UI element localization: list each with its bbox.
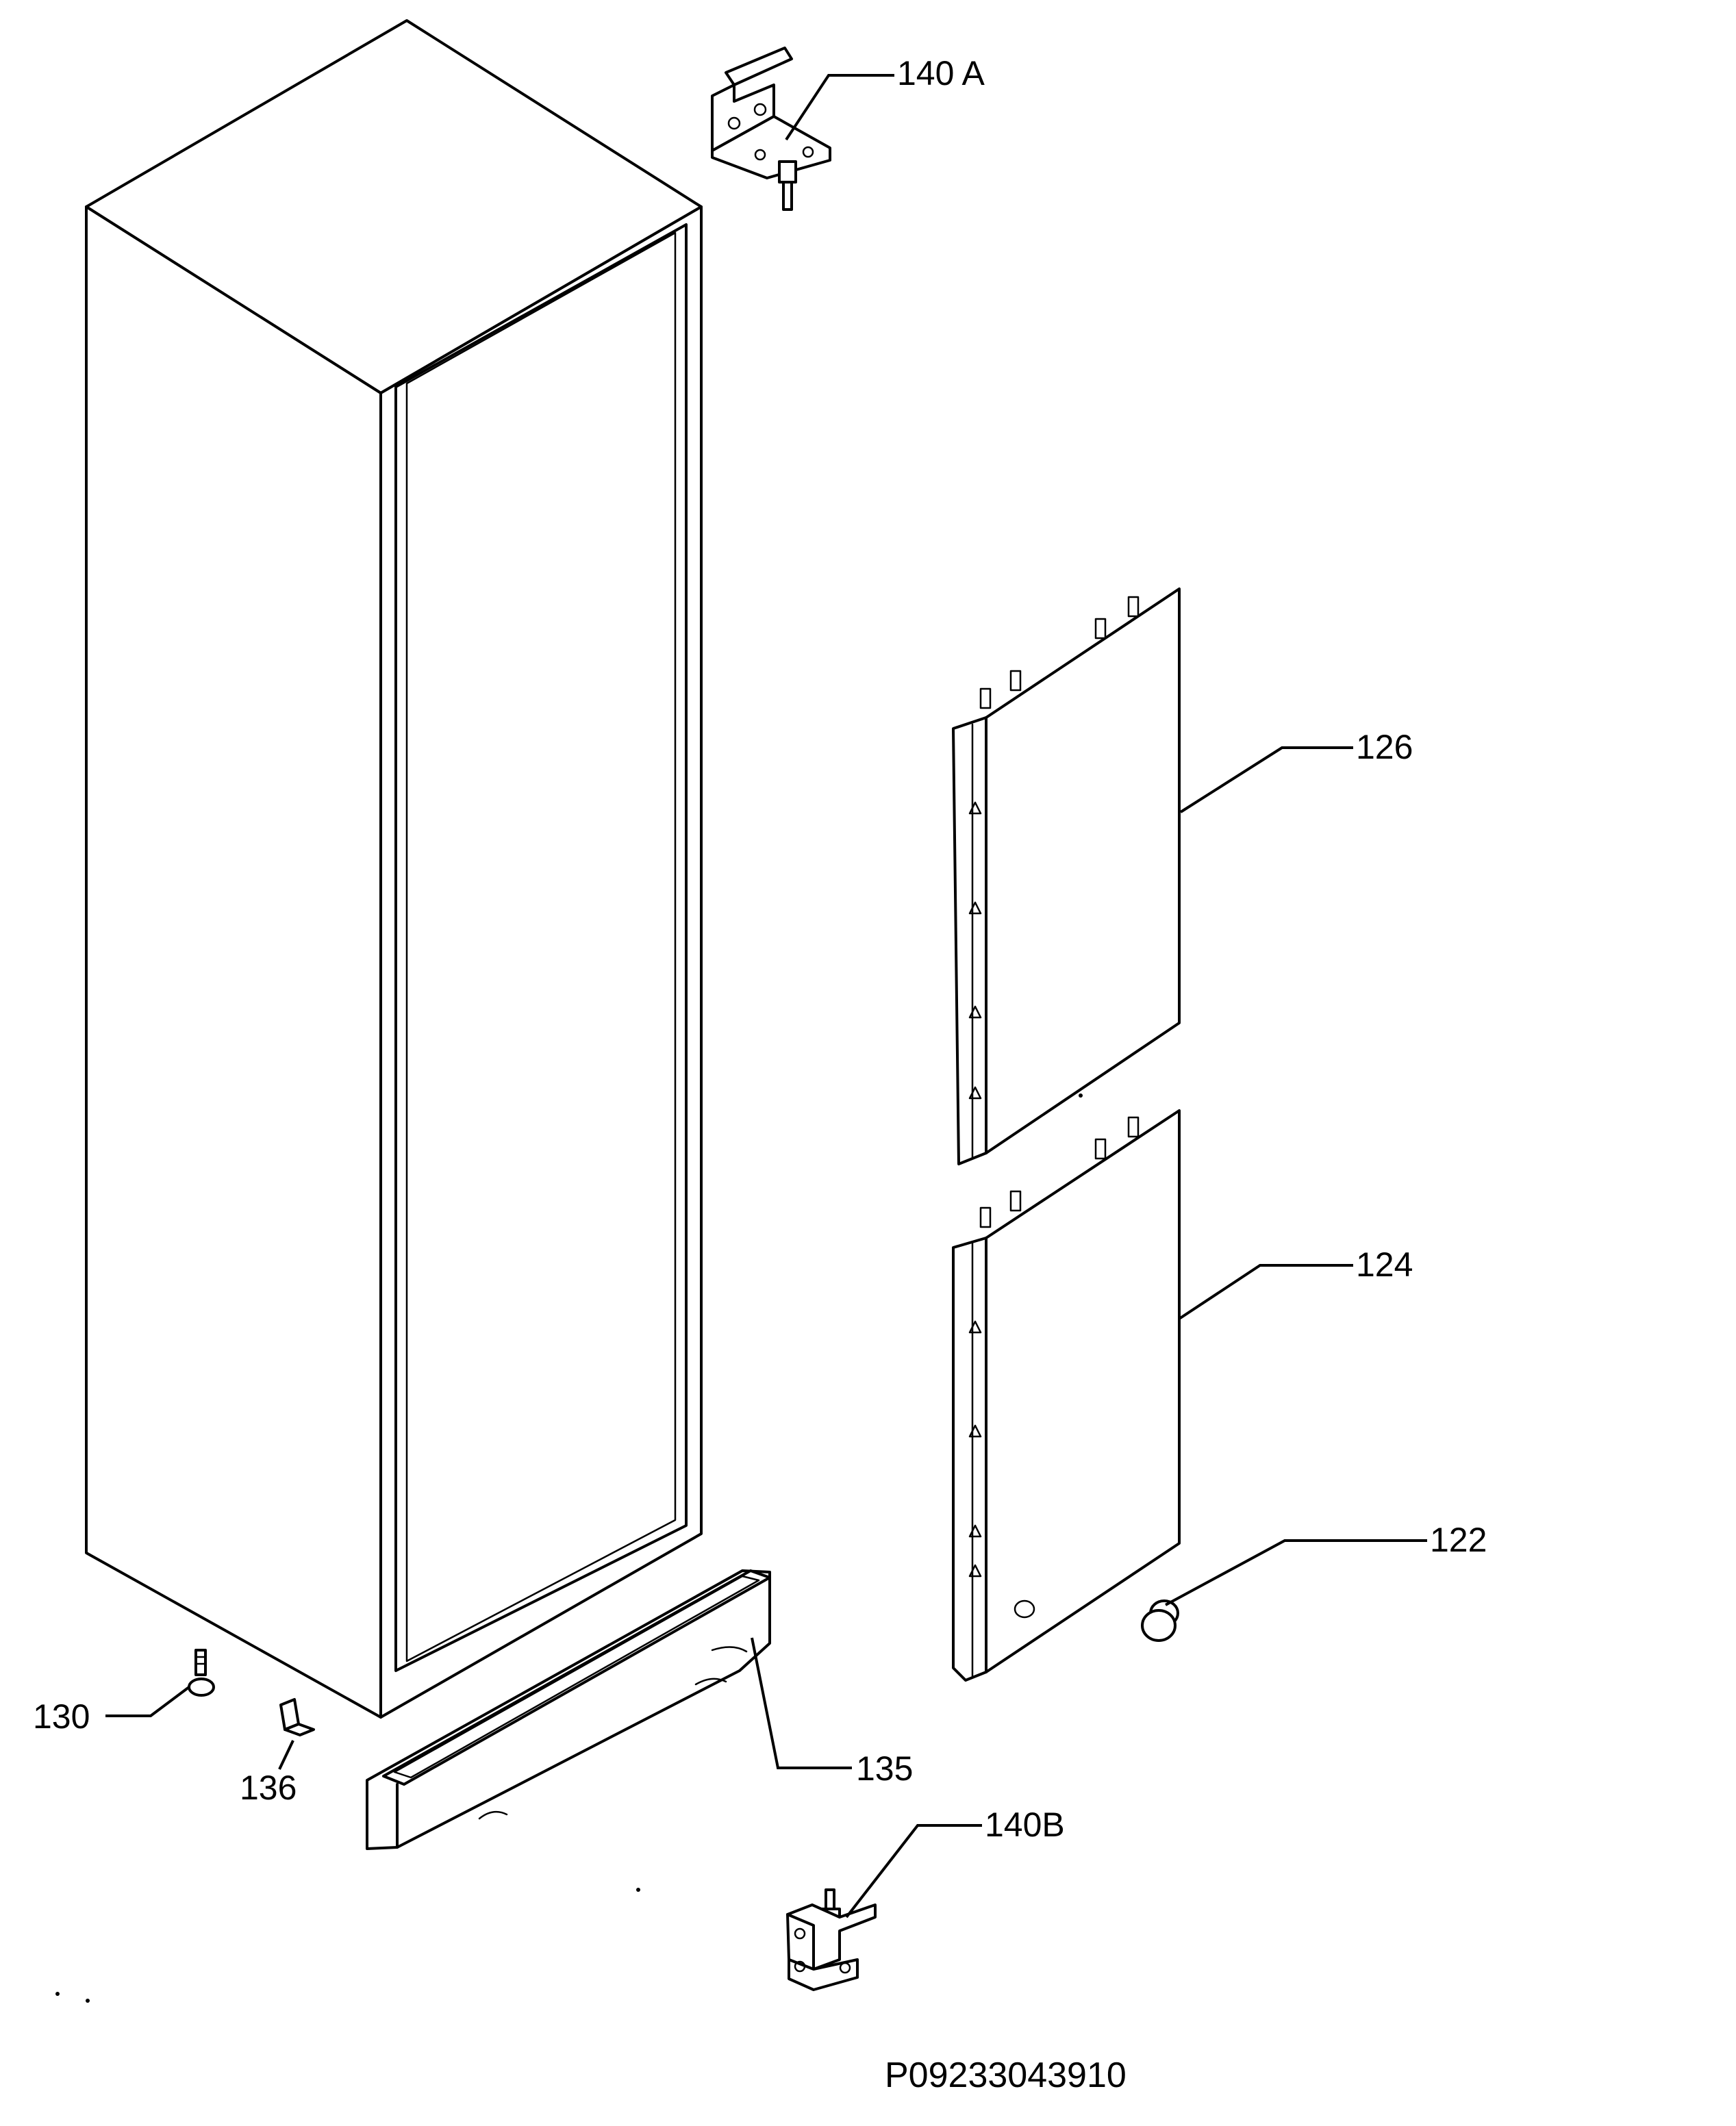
leader-140a bbox=[785, 74, 894, 141]
leader-126 bbox=[1179, 746, 1353, 813]
label-140a: 140 A bbox=[897, 54, 985, 92]
label-130: 130 bbox=[33, 1697, 90, 1736]
small-bracket bbox=[279, 1698, 315, 1736]
leader-140b bbox=[845, 1824, 982, 1919]
speck bbox=[55, 1992, 60, 1996]
shelf-lower bbox=[952, 1109, 1181, 1682]
leader-130 bbox=[105, 1686, 190, 1717]
label-126: 126 bbox=[1356, 728, 1413, 766]
leader-136 bbox=[278, 1740, 294, 1770]
leader-135 bbox=[751, 1637, 852, 1769]
knob bbox=[1141, 1599, 1179, 1642]
bottom-hinge bbox=[786, 1888, 877, 1991]
leader-122 bbox=[1165, 1539, 1427, 1606]
speck bbox=[636, 1888, 640, 1892]
top-hinge bbox=[711, 47, 831, 211]
leader-lines bbox=[105, 74, 1427, 1919]
label-124: 124 bbox=[1356, 1245, 1413, 1284]
label-140b: 140B bbox=[985, 1806, 1065, 1844]
cabinet bbox=[85, 19, 703, 1719]
speck bbox=[86, 1999, 90, 2003]
adjustable-foot bbox=[188, 1649, 215, 1697]
label-122: 122 bbox=[1430, 1521, 1487, 1559]
label-136: 136 bbox=[240, 1769, 297, 1807]
part-labels: 140 A 126 124 122 130 136 135 140B P0923… bbox=[33, 54, 1487, 2095]
shelf-upper bbox=[952, 587, 1181, 1165]
label-135: 135 bbox=[856, 1749, 913, 1788]
leader-124 bbox=[1178, 1264, 1353, 1320]
drawing-code: P09233043910 bbox=[885, 2055, 1127, 2095]
